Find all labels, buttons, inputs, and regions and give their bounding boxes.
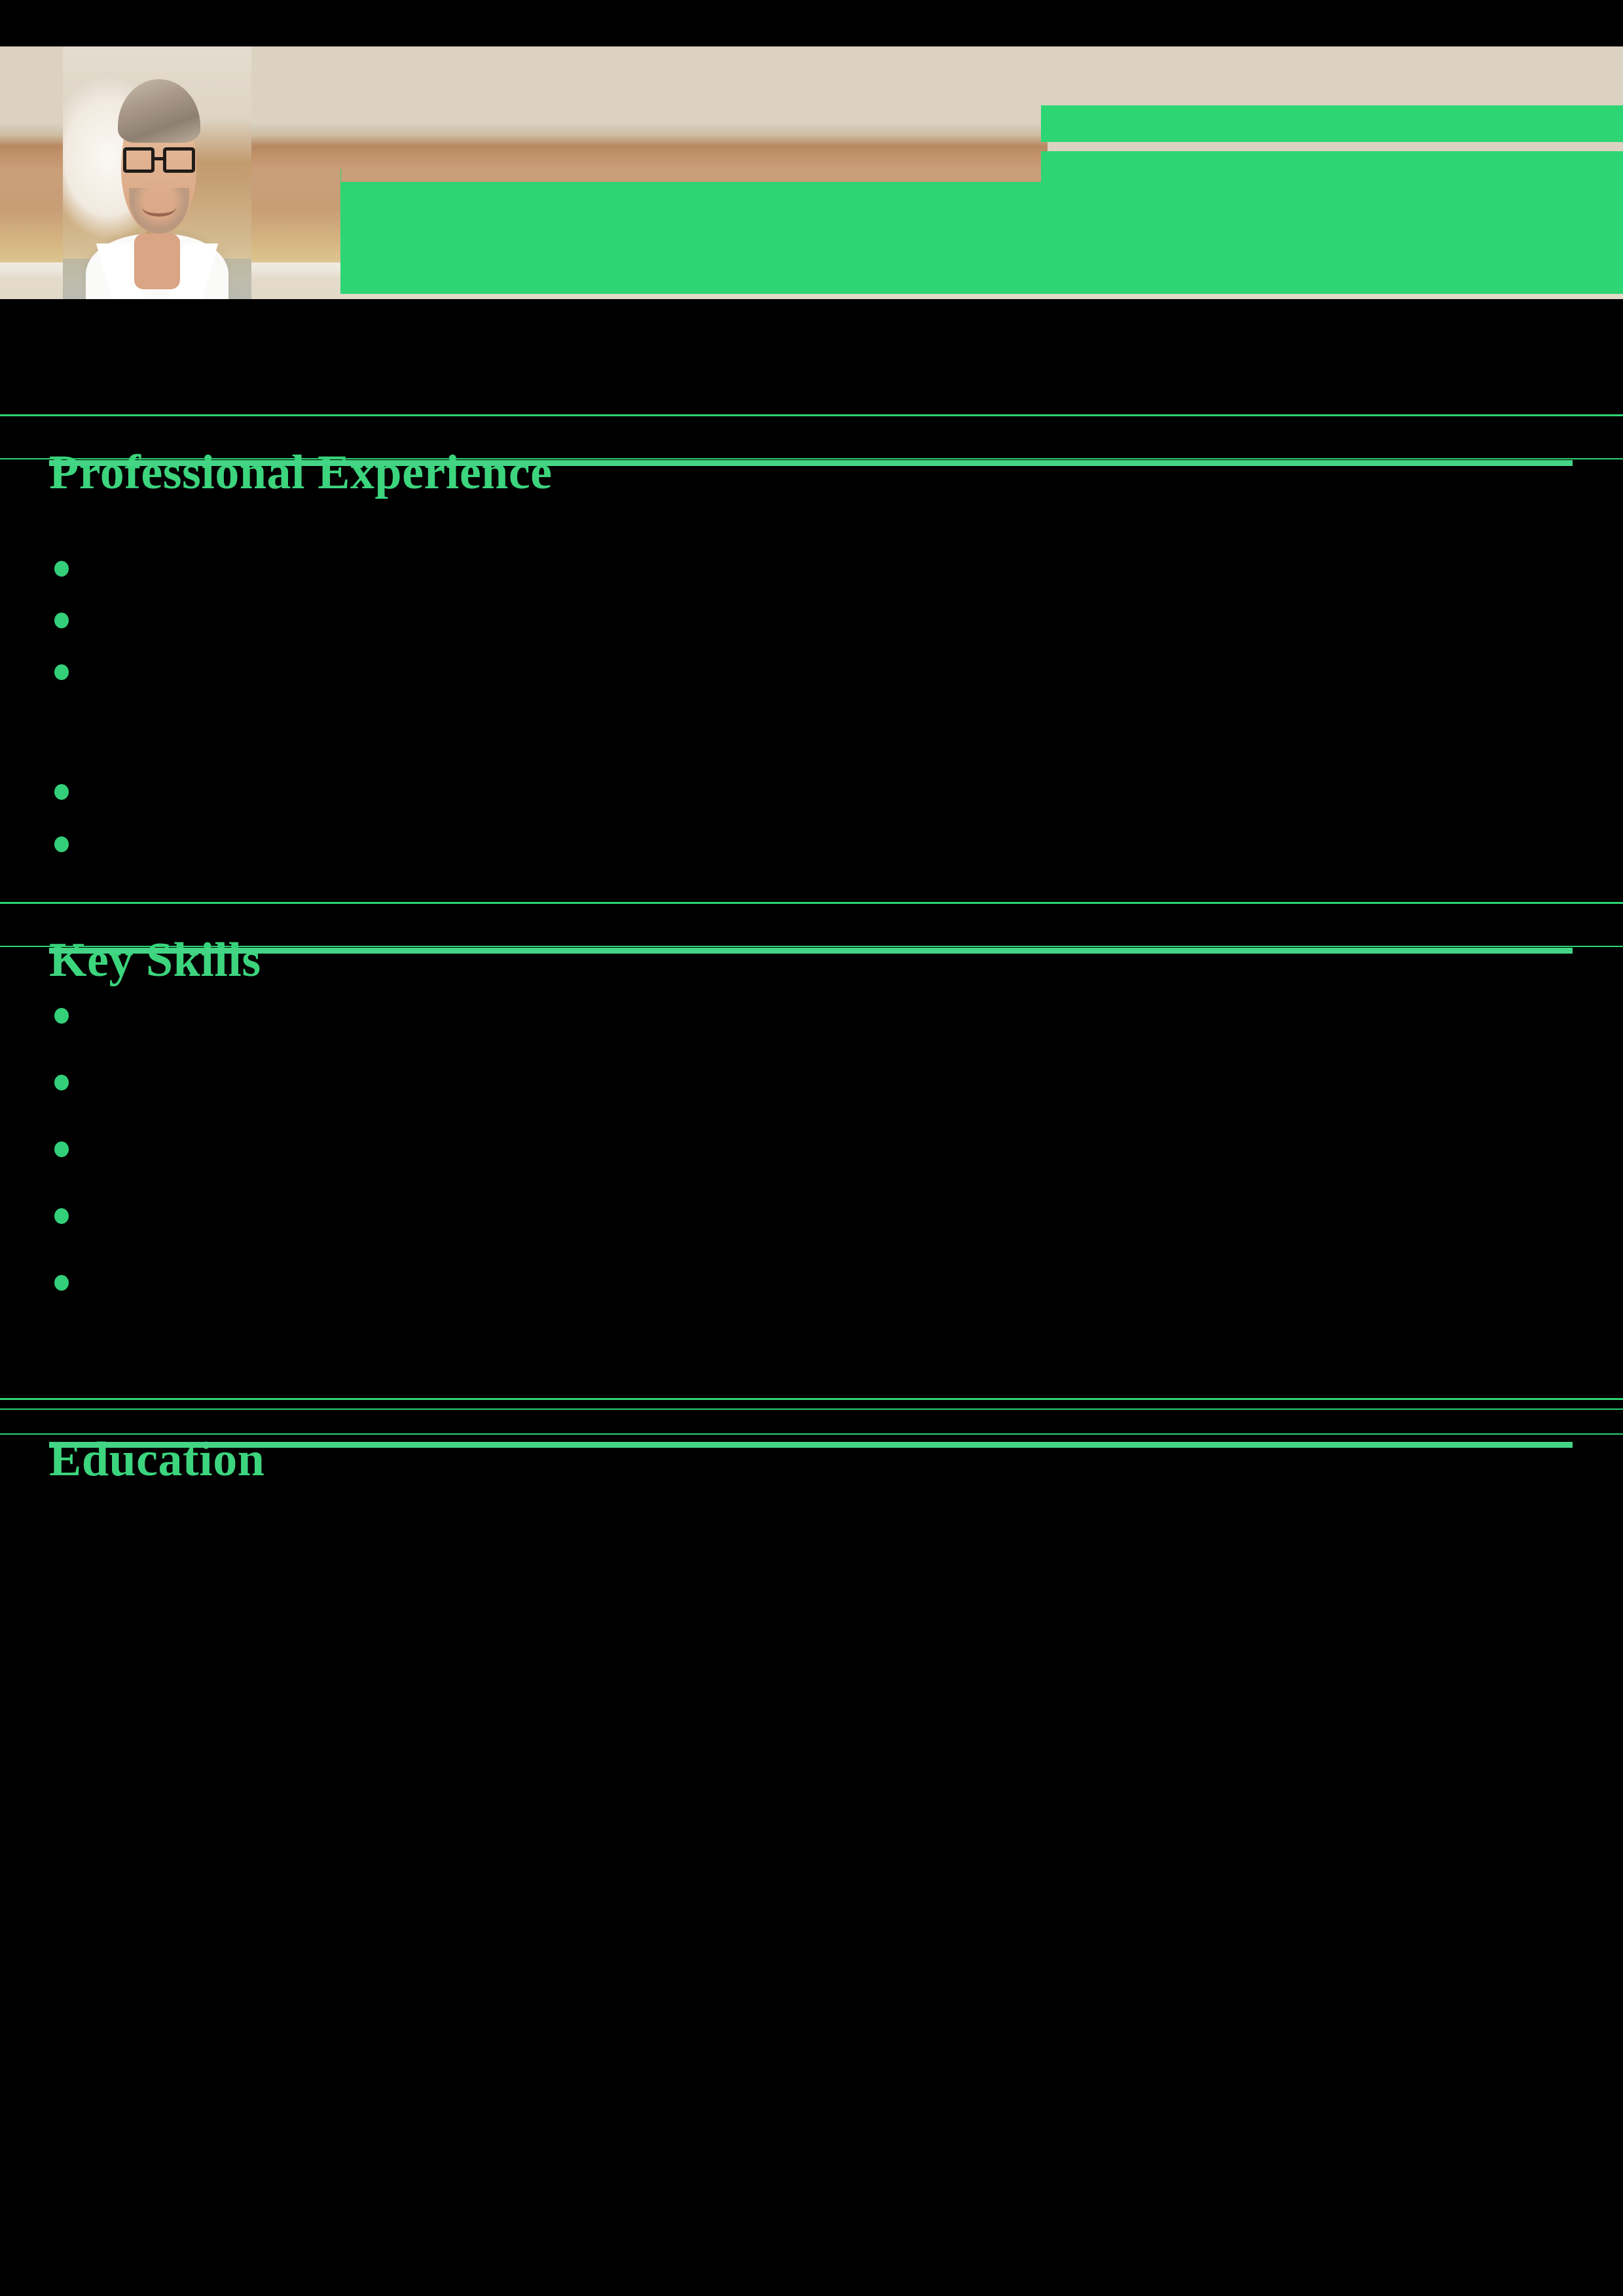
redaction-notch <box>340 169 341 182</box>
bullet-icon <box>54 1141 69 1157</box>
bullet-icon <box>54 1208 69 1224</box>
glasses-icon <box>123 147 195 173</box>
redacted-title-block <box>1041 151 1623 294</box>
bullet-icon <box>54 664 69 680</box>
bullet-icon <box>54 561 69 577</box>
section-rule-thin-key-skills <box>0 946 1623 947</box>
redacted-name-block <box>1041 105 1623 142</box>
section-rule-thick-key-skills <box>49 948 1573 954</box>
section-rule-top-key-skills <box>0 902 1623 904</box>
photo-neck <box>134 233 180 289</box>
bullet-icon <box>54 784 69 800</box>
section-rule-thick-education <box>49 1442 1573 1448</box>
profile-photo-scene <box>63 46 251 299</box>
profile-photo <box>63 46 251 299</box>
resume-header <box>0 46 1623 299</box>
photo-lens-left <box>123 147 155 173</box>
photo-glasses-bridge <box>155 157 164 161</box>
bullet-icon <box>54 1275 69 1291</box>
section-rule-mid-education <box>0 1408 1623 1410</box>
photo-smile <box>141 198 176 217</box>
bullet-icon <box>54 1008 69 1024</box>
section-rule-thin-professional-experience <box>0 458 1623 459</box>
section-rule-thin-education <box>0 1433 1623 1435</box>
section-rule-thick-professional-experience <box>49 460 1573 466</box>
bullet-icon <box>54 1075 69 1090</box>
photo-lens-right <box>163 147 195 173</box>
section-rule-top-education <box>0 1398 1623 1400</box>
section-title-professional-experience: Professional Experience <box>49 446 553 500</box>
photo-hair <box>117 79 201 143</box>
bullet-icon <box>54 613 69 628</box>
section-title-key-skills: Key Skills <box>49 933 261 988</box>
bullet-icon <box>54 836 69 852</box>
section-rule-top-professional-experience <box>0 414 1623 416</box>
redacted-contact-block <box>340 182 1042 294</box>
